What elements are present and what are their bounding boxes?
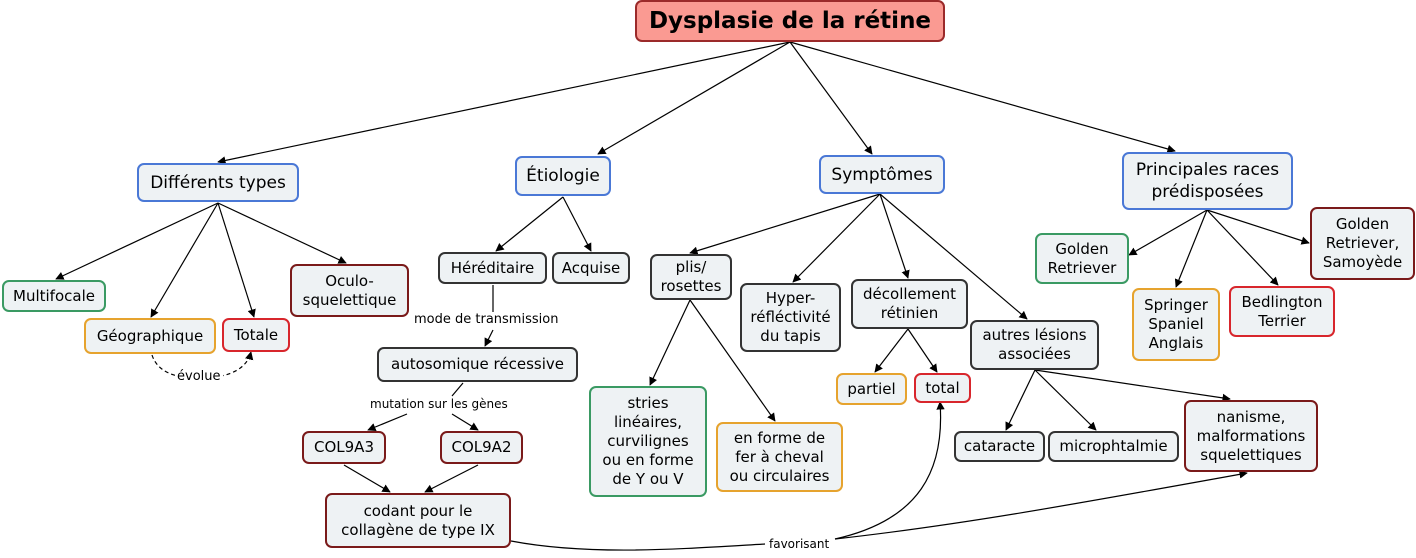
node-total: total (914, 373, 971, 403)
node-autosomique: autosomique récessive (377, 347, 578, 382)
label-mode-transmission: mode de transmission (412, 312, 561, 327)
label-favorisant: favorisant (767, 537, 832, 551)
node-springer-spaniel: Springer Spaniel Anglais (1132, 288, 1220, 361)
node-codant: codant pour le collagène de type IX (325, 493, 511, 548)
node-plis-rosettes: plis/ rosettes (650, 254, 732, 300)
node-stries: stries linéaires, curvilignes ou en form… (589, 386, 707, 497)
node-autres-lesions: autres lésions associées (970, 320, 1099, 370)
node-golden-retriever: Golden Retriever (1035, 233, 1129, 284)
node-golden-samoyede: Golden Retriever, Samoyède (1310, 207, 1415, 280)
node-decollement: décollement rétinien (851, 279, 968, 329)
node-partiel: partiel (836, 373, 907, 405)
node-geographique: Géographique (84, 318, 216, 354)
node-totale: Totale (222, 318, 290, 352)
branch-symptomes: Symptômes (819, 155, 945, 194)
node-hyper-reflectivite: Hyper- réfléctivité du tapis (740, 283, 841, 352)
branch-etiologie: Étiologie (515, 156, 611, 196)
node-hereditaire: Héréditaire (438, 252, 547, 284)
label-evolue: évolue (175, 369, 223, 384)
branch-types: Différents types (137, 163, 299, 202)
node-oculo-squelettique: Oculo- squelettique (290, 264, 409, 317)
label-mutation: mutation sur les gènes (368, 397, 510, 411)
branch-races: Principales races prédisposées (1122, 152, 1293, 210)
node-microphtalmie: microphtalmie (1048, 431, 1179, 462)
root-title: Dysplasie de la rétine (635, 0, 945, 42)
node-fer-a-cheval: en forme de fer à cheval ou circulaires (716, 422, 843, 492)
node-multifocale: Multifocale (2, 280, 106, 312)
node-bedlington-terrier: Bedlington Terrier (1229, 286, 1335, 337)
node-nanisme: nanisme, malformations squelettiques (1184, 400, 1318, 472)
node-cataracte: cataracte (954, 431, 1045, 462)
node-col9a3: COL9A3 (302, 431, 386, 464)
node-acquise: Acquise (552, 252, 630, 284)
node-col9a2: COL9A2 (440, 431, 523, 464)
